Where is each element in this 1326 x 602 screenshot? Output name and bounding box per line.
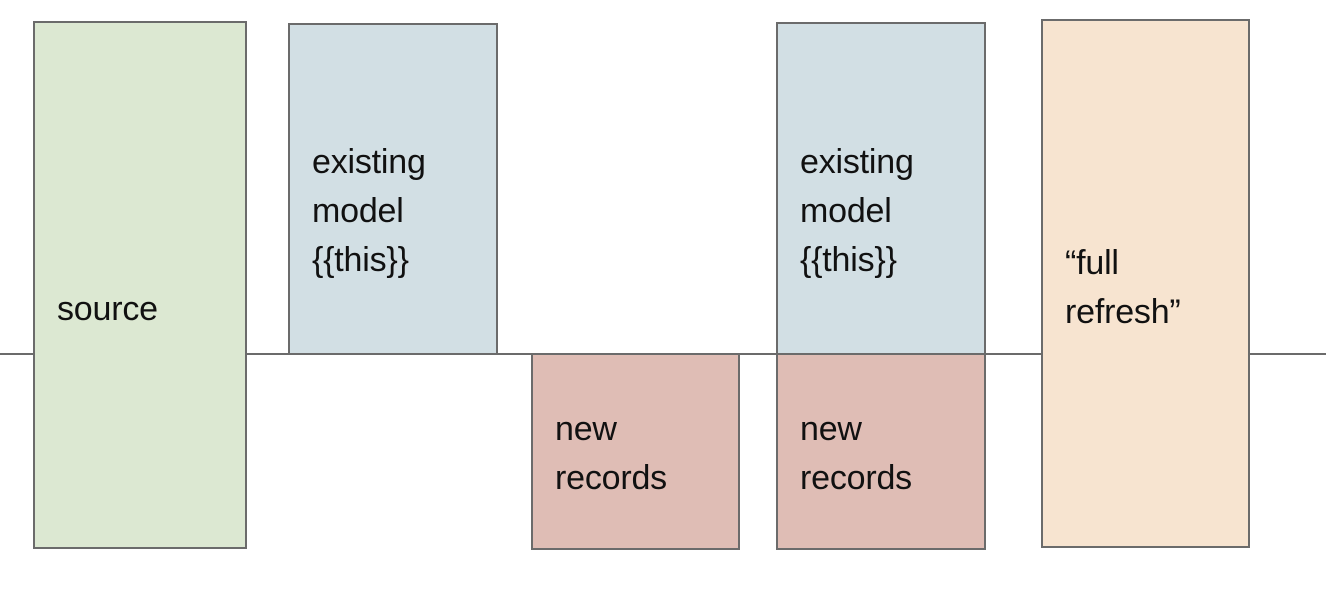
block-new-records-2-label: new records (800, 410, 912, 497)
block-new-records-2[interactable]: new records (776, 353, 986, 550)
block-full-refresh-label: “full refresh” (1065, 244, 1181, 331)
block-existing-model-2[interactable]: existing model {{this}} (776, 22, 986, 355)
block-new-records-1[interactable]: new records (531, 353, 740, 550)
block-source[interactable]: source (33, 21, 247, 549)
block-full-refresh[interactable]: “full refresh” (1041, 19, 1250, 548)
block-existing-model-1[interactable]: existing model {{this}} (288, 23, 498, 355)
block-existing-model-2-label: existing model {{this}} (800, 143, 914, 279)
block-source-label: source (57, 290, 158, 328)
block-existing-model-1-label: existing model {{this}} (312, 143, 426, 279)
block-new-records-1-label: new records (555, 410, 667, 497)
